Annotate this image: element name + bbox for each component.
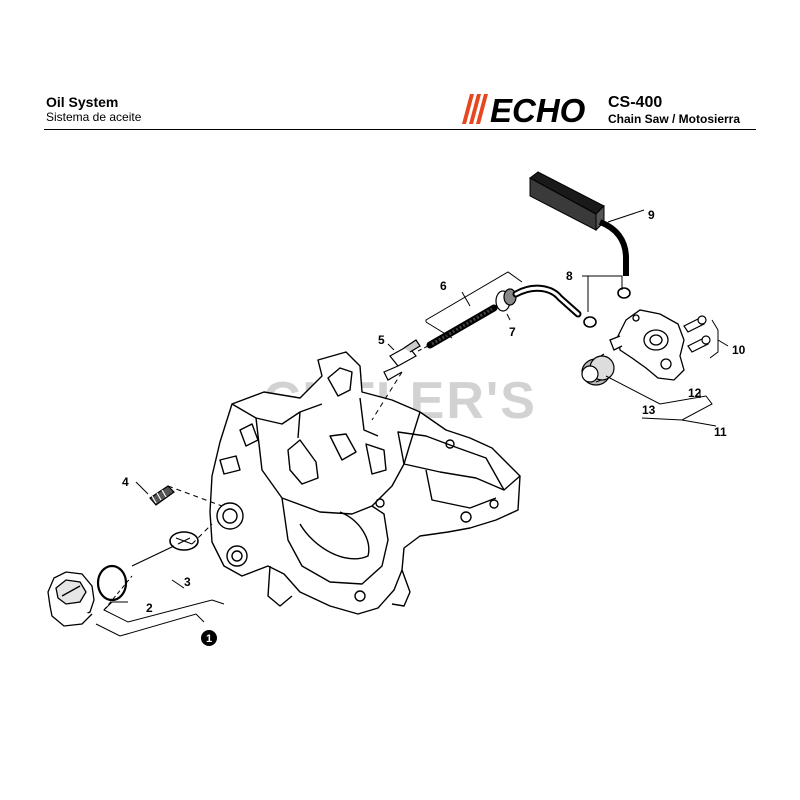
page-title: Oil System: [46, 94, 119, 110]
part-oil-hose: [426, 304, 498, 349]
callout-13: 13: [642, 403, 656, 417]
part-o-ring-small: [617, 287, 631, 299]
header-divider: [44, 129, 756, 130]
part-pump-o-ring: [583, 316, 597, 328]
part-oil-pipe: [529, 171, 629, 276]
part-worm-gear: [581, 353, 615, 386]
brand-wordmark: ECHO: [490, 92, 586, 126]
callout-12: 12: [688, 386, 702, 400]
callout-9: 9: [648, 208, 655, 222]
part-screws: [683, 315, 711, 353]
callout-3: 3: [184, 575, 191, 589]
callout-4: 4: [122, 475, 129, 489]
part-oil-strainer: [131, 531, 199, 567]
part-oil-pump-body: [609, 309, 685, 381]
pump-outlet-hose: [512, 284, 582, 318]
callout-1: 1: [206, 633, 212, 645]
leader-lines: [95, 209, 729, 637]
model-number: CS-400: [608, 94, 663, 111]
echo-logo: ECHO: [462, 92, 586, 126]
callout-11: 11: [714, 425, 727, 439]
part-fitting: [149, 485, 175, 506]
product-description: Chain Saw / Motosierra: [608, 112, 741, 126]
crankcase-housing: [209, 351, 521, 615]
callout-2: 2: [146, 601, 153, 615]
callout-5: 5: [378, 333, 385, 347]
callout-10: 10: [732, 343, 746, 357]
callout-6: 6: [440, 279, 447, 293]
part-o-ring: [96, 564, 128, 602]
callout-1-badge: 1: [201, 630, 217, 646]
part-filter-body: [383, 339, 421, 381]
part-oil-cap: [47, 571, 95, 627]
page-subtitle: Sistema de aceite: [46, 110, 142, 124]
callout-8: 8: [566, 269, 573, 283]
callout-7: 7: [509, 325, 516, 339]
